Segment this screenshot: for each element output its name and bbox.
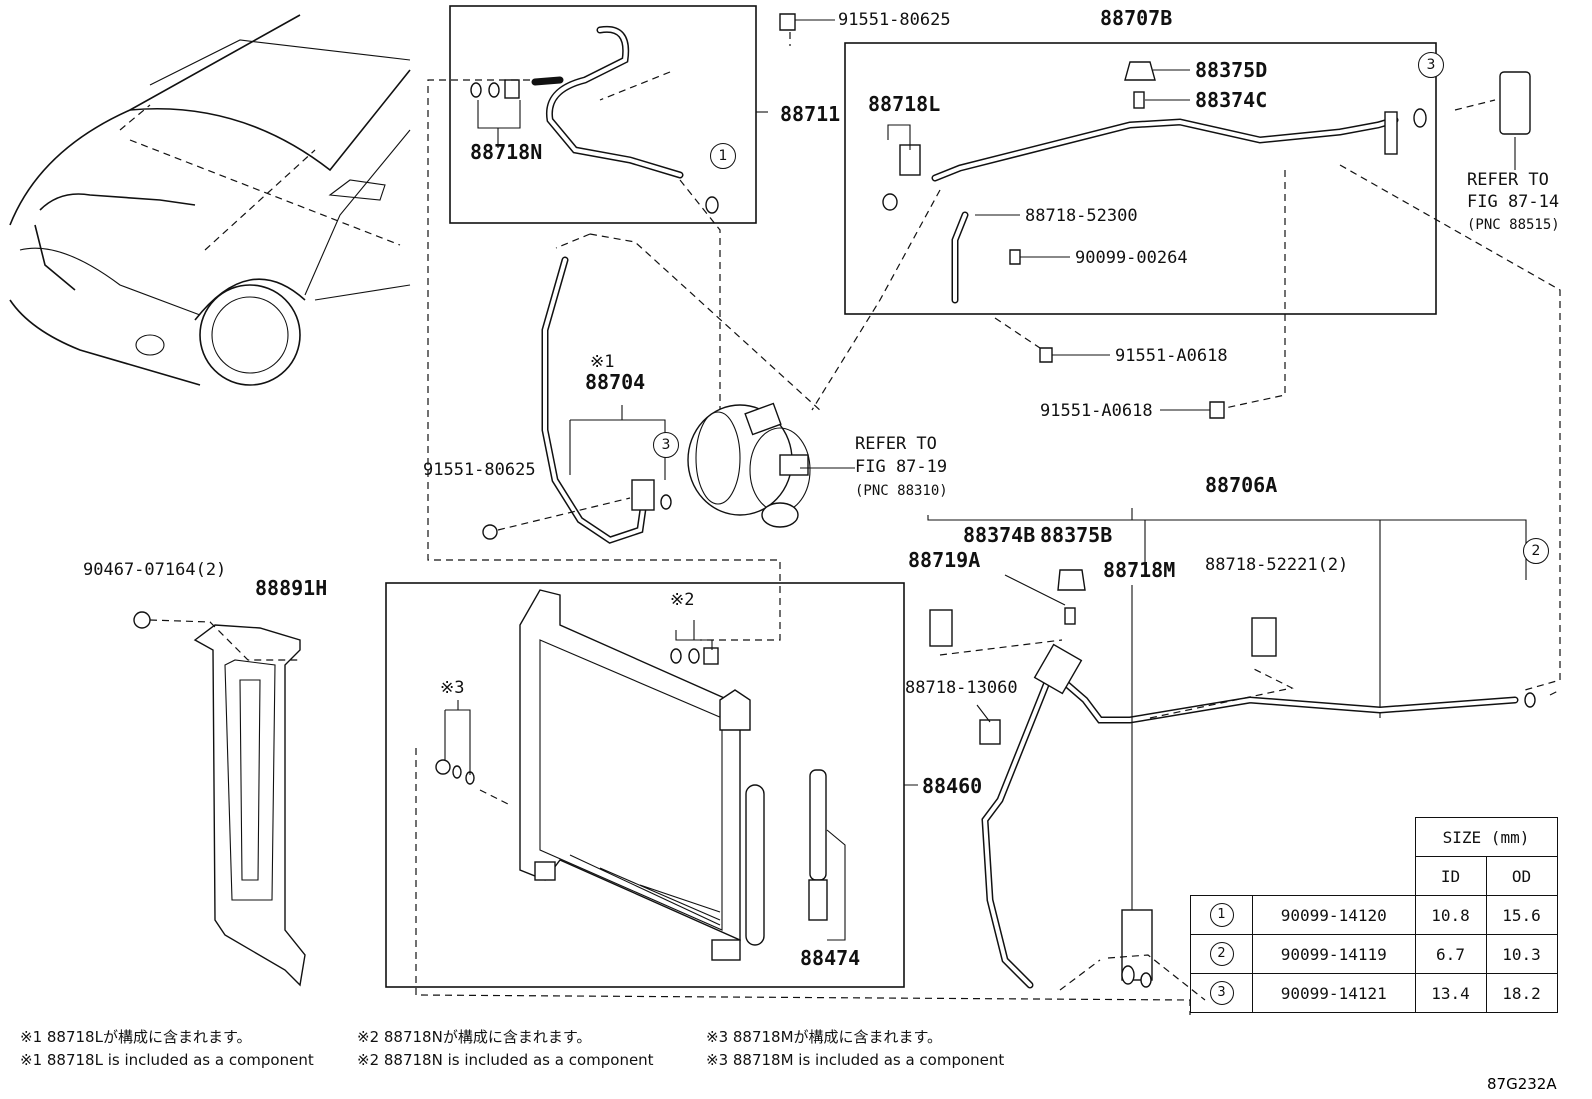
box-88711 <box>449 5 757 224</box>
size-row-od: 10.3 <box>1485 934 1558 974</box>
label-88474: 88474 <box>800 946 861 970</box>
label-88718N: 88718N <box>470 140 543 164</box>
hose-88711 <box>470 25 719 214</box>
size-row-mark: 2 <box>1209 942 1234 966</box>
condenser-88460 <box>435 589 828 961</box>
figure-code: 87G232A <box>1487 1075 1557 1093</box>
size-row-id: 6.7 <box>1414 934 1487 974</box>
size-row-id: 10.8 <box>1414 895 1487 935</box>
note-1-jp: ※1 88718Lが構成に含まれます。 <box>20 1028 252 1046</box>
label-88460: 88460 <box>922 774 983 798</box>
label-88375B: 88375B <box>1040 523 1113 547</box>
box-88707B <box>844 42 1437 315</box>
label-88707B: 88707B <box>1100 6 1173 30</box>
label-88718L: 88718L <box>868 92 941 116</box>
callout-circle-1: 1 <box>710 143 736 169</box>
label-88718-13060: 88718-13060 <box>905 678 1018 698</box>
label-88704: 88704 <box>585 370 646 394</box>
hose-88704 <box>482 256 672 544</box>
vehicle-outline <box>9 14 411 386</box>
size-row-od: 18.2 <box>1485 973 1558 1013</box>
size-row-mark: 1 <box>1209 903 1234 927</box>
size-row-part: 90099-14119 <box>1252 934 1416 974</box>
label-88718M: 88718M <box>1103 558 1176 582</box>
size-row-part: 90099-14121 <box>1252 973 1416 1013</box>
label-91551-A0618-b: 91551-A0618 <box>1040 401 1153 421</box>
table-row: 1 90099-14120 10.8 15.6 <box>1190 895 1558 935</box>
mark-1: ※1 <box>590 352 615 372</box>
callout-circle-3-mid: 3 <box>653 432 679 458</box>
size-row-mark: 3 <box>1209 981 1234 1005</box>
label-88706A: 88706A <box>1205 473 1278 497</box>
label-91551-A0618-a: 91551-A0618 <box>1115 346 1228 366</box>
refer-pnc-88310: (PNC 88310) <box>855 483 948 499</box>
panel-88891H <box>133 611 306 987</box>
table-row: 3 90099-14121 13.4 18.2 <box>1190 973 1558 1013</box>
label-90467-07164: 90467-07164(2) <box>83 560 227 580</box>
refer-fig-87-14-line1: REFER TO <box>1467 170 1549 190</box>
note-2-jp: ※2 88718Nが構成に含まれます。 <box>357 1028 592 1046</box>
compressor <box>687 402 811 528</box>
label-88374C: 88374C <box>1195 88 1268 112</box>
mark-2: ※2 <box>670 590 695 610</box>
size-table-col-od: OD <box>1485 856 1558 896</box>
label-88718-52300: 88718-52300 <box>1025 206 1138 226</box>
note-3-jp: ※3 88718Mが構成に含まれます。 <box>706 1028 943 1046</box>
label-88718-52221: 88718-52221(2) <box>1205 555 1349 575</box>
label-88719A: 88719A <box>908 548 981 572</box>
note-1-en: ※1 88718L is included as a component <box>20 1051 314 1069</box>
callout-circle-2: 2 <box>1523 538 1549 564</box>
label-90099-00264: 90099-00264 <box>1075 248 1188 268</box>
callout-circle-3-top: 3 <box>1418 52 1444 78</box>
size-table-header: SIZE (mm) <box>1414 817 1558 857</box>
label-88374B: 88374B <box>963 523 1036 547</box>
size-table-col-id: ID <box>1414 856 1487 896</box>
label-88891H: 88891H <box>255 576 328 600</box>
refer-fig-87-14-line2: FIG 87-14 <box>1467 192 1560 212</box>
refer-pnc-88515: (PNC 88515) <box>1467 217 1560 233</box>
pipe-88707B <box>882 61 1531 304</box>
mark-3: ※3 <box>440 678 465 698</box>
label-91551-80625-top: 91551-80625 <box>838 10 951 30</box>
size-row-part: 90099-14120 <box>1252 895 1416 935</box>
label-88711: 88711 <box>780 102 841 126</box>
table-row: 2 90099-14119 6.7 10.3 <box>1190 934 1558 974</box>
refer-fig-87-19-line2: FIG 87-19 <box>855 457 948 477</box>
pipe-88706A <box>929 569 1536 989</box>
size-row-od: 15.6 <box>1485 895 1558 935</box>
note-3-en: ※3 88718M is included as a component <box>706 1051 1005 1069</box>
size-table: SIZE (mm) ID OD 1 90099-14120 10.8 15.6 … <box>1190 817 1558 1013</box>
label-91551-80625-mid: 91551-80625 <box>423 460 536 480</box>
note-2-en: ※2 88718N is included as a component <box>357 1051 654 1069</box>
refer-fig-87-19-line1: REFER TO <box>855 434 937 454</box>
size-row-id: 13.4 <box>1414 973 1487 1013</box>
label-88375D: 88375D <box>1195 58 1268 82</box>
